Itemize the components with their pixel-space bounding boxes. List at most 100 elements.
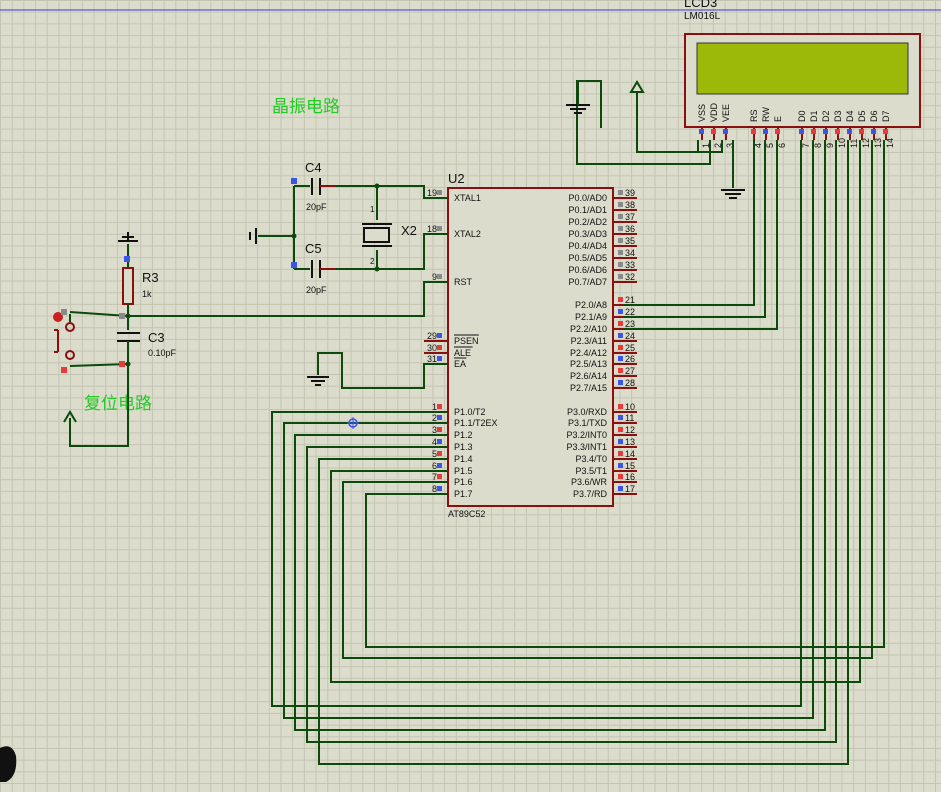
crystal-ref: X2 xyxy=(401,223,417,238)
mcu-pin-number: 15 xyxy=(625,461,635,471)
mcu-pin-label: P3.6/WR xyxy=(571,477,608,487)
mcu-pin-label: EA xyxy=(454,359,466,369)
mcu-pin-label: P3.4/T0 xyxy=(575,454,607,464)
lcd-component[interactable]: LCD3 LM016L VSS1VDD2VEE3RS4RW5E6D07D18D2… xyxy=(684,0,921,148)
lcd-pin-label: D4 xyxy=(845,110,855,122)
mcu-pin-number: 17 xyxy=(625,484,635,494)
mcu-pin-number: 14 xyxy=(625,449,635,459)
lcd-pin-label: D3 xyxy=(833,110,843,122)
mcu-pin-number: 30 xyxy=(427,343,437,353)
lcd-pin-number: 6 xyxy=(777,143,787,148)
lcd-pin-number: 12 xyxy=(861,138,871,148)
lcd-pin-label: D6 xyxy=(869,110,879,122)
crystal-pin-top: 1 xyxy=(370,205,375,214)
crystal-pin-bottom: 2 xyxy=(370,257,375,266)
data-bus-wires xyxy=(271,140,885,765)
lcd-pin-number: 3 xyxy=(725,143,735,148)
lcd-pin-number: 5 xyxy=(765,143,775,148)
mcu-pin-number: 6 xyxy=(432,461,437,471)
lcd-part: LM016L xyxy=(684,11,721,22)
mcu-pin-number: 25 xyxy=(625,343,635,353)
c3-ref: C3 xyxy=(148,330,165,345)
mcu-pin-label: P0.0/AD0 xyxy=(568,193,607,203)
mcu-pin-label: P1.6 xyxy=(454,477,473,487)
mcu-pin-label: P3.0/RXD xyxy=(567,407,608,417)
mcu-pin-label: P0.4/AD4 xyxy=(568,241,607,251)
mcu-pin-label: P2.5/A13 xyxy=(570,359,607,369)
mcu-part: AT89C52 xyxy=(448,509,485,519)
mcu-pin-number: 31 xyxy=(427,354,437,364)
lcd-pin-label: RS xyxy=(749,109,759,122)
lcd-pin-label: VEE xyxy=(721,104,731,122)
mcu-pin-number: 26 xyxy=(625,354,635,364)
mcu-pin-number: 35 xyxy=(625,236,635,246)
mcu-pin-label: P1.3 xyxy=(454,442,473,452)
mcu-ref: U2 xyxy=(448,171,465,186)
mcu-pin-number: 24 xyxy=(625,331,635,341)
mcu-right-pins: 39P0.0/AD038P0.1/AD137P0.2/AD236P0.3/AD3… xyxy=(566,188,637,499)
mcu-pin-label: P0.1/AD1 xyxy=(568,205,607,215)
lcd-pin-label: VDD xyxy=(709,102,719,122)
mcu-pin-label: P1.1/T2EX xyxy=(454,418,498,428)
mcu-pin-label: P3.5/T1 xyxy=(575,466,607,476)
mcu-pin-label: P3.1/TXD xyxy=(568,418,608,428)
lcd-pin-number: 1 xyxy=(701,143,711,148)
lcd-pin-label: D5 xyxy=(857,110,867,122)
lcd-pin-number: 8 xyxy=(813,143,823,148)
mcu-pin-number: 36 xyxy=(625,224,635,234)
mcu-pin-label: P0.7/AD7 xyxy=(568,277,607,287)
mcu-pin-label: P1.7 xyxy=(454,489,473,499)
mcu-pin-number: 9 xyxy=(432,272,437,282)
lcd-screen xyxy=(696,42,909,95)
mcu-pin-label: P0.5/AD5 xyxy=(568,253,607,263)
mcu-pin-label: P0.6/AD6 xyxy=(568,265,607,275)
mcu-pin-number: 27 xyxy=(625,366,635,376)
lcd-pin-label: D7 xyxy=(881,110,891,122)
mcu-pin-number: 34 xyxy=(625,248,635,258)
mcu-pin-number: 5 xyxy=(432,449,437,459)
mcu-pin-number: 29 xyxy=(427,331,437,341)
mcu-pin-label: P2.1/A9 xyxy=(575,312,607,322)
mcu-pin-label: P1.5 xyxy=(454,466,473,476)
mcu-body xyxy=(447,187,614,507)
mcu-pin-label: P2.2/A10 xyxy=(570,324,607,334)
reset-circuit-label: 复位电路 xyxy=(84,394,152,413)
mcu-pin-number: 8 xyxy=(432,484,437,494)
lcd-pin-label: D0 xyxy=(797,110,807,122)
mcu-pin-label: P2.4/A12 xyxy=(570,348,607,358)
mcu-pin-label: ALE xyxy=(454,348,471,358)
mcu-pin-label: P1.0/T2 xyxy=(454,407,486,417)
mcu-pin-number: 4 xyxy=(432,437,437,447)
oscillator-circuit[interactable]: C4 20pF C5 20pF X2 1 2 xyxy=(249,160,448,295)
mcu-pin-label: XTAL1 xyxy=(454,193,481,203)
mcu-pin-number: 13 xyxy=(625,437,635,447)
c5-value: 20pF xyxy=(306,285,327,295)
r3-ref: R3 xyxy=(142,270,159,285)
mcu-pin-label: PSEN xyxy=(454,336,479,346)
lcd-pin-number: 2 xyxy=(713,143,723,148)
mcu-pin-number: 32 xyxy=(625,272,635,282)
mcu-pin-label: XTAL2 xyxy=(454,229,481,239)
corner-artifact xyxy=(0,746,17,782)
lcd-pin-number: 13 xyxy=(873,138,883,148)
c5-ref: C5 xyxy=(305,241,322,256)
mcu-pin-number: 37 xyxy=(625,212,635,222)
osc-circuit-label: 晶振电路 xyxy=(272,97,340,116)
c4-ref: C4 xyxy=(305,160,322,175)
lcd-pin-label: E xyxy=(773,116,783,122)
mcu-pin-number: 22 xyxy=(625,307,635,317)
mcu-pin-number: 2 xyxy=(432,413,437,423)
mcu-pin-number: 33 xyxy=(625,260,635,270)
reset-circuit[interactable]: R3 1k C3 0.10pF xyxy=(53,232,448,447)
mcu-pin-number: 3 xyxy=(432,425,437,435)
lcd-pin-number: 10 xyxy=(837,138,847,148)
lcd-pin-number: 4 xyxy=(753,143,763,148)
lcd-pins: VSS1VDD2VEE3RS4RW5E6D07D18D29D310D411D51… xyxy=(697,102,895,148)
mcu-pin-number: 39 xyxy=(625,188,635,198)
lcd-pin-number: 9 xyxy=(825,143,835,148)
mcu-pin-number: 11 xyxy=(625,413,634,423)
mcu-pin-label: P0.3/AD3 xyxy=(568,229,607,239)
